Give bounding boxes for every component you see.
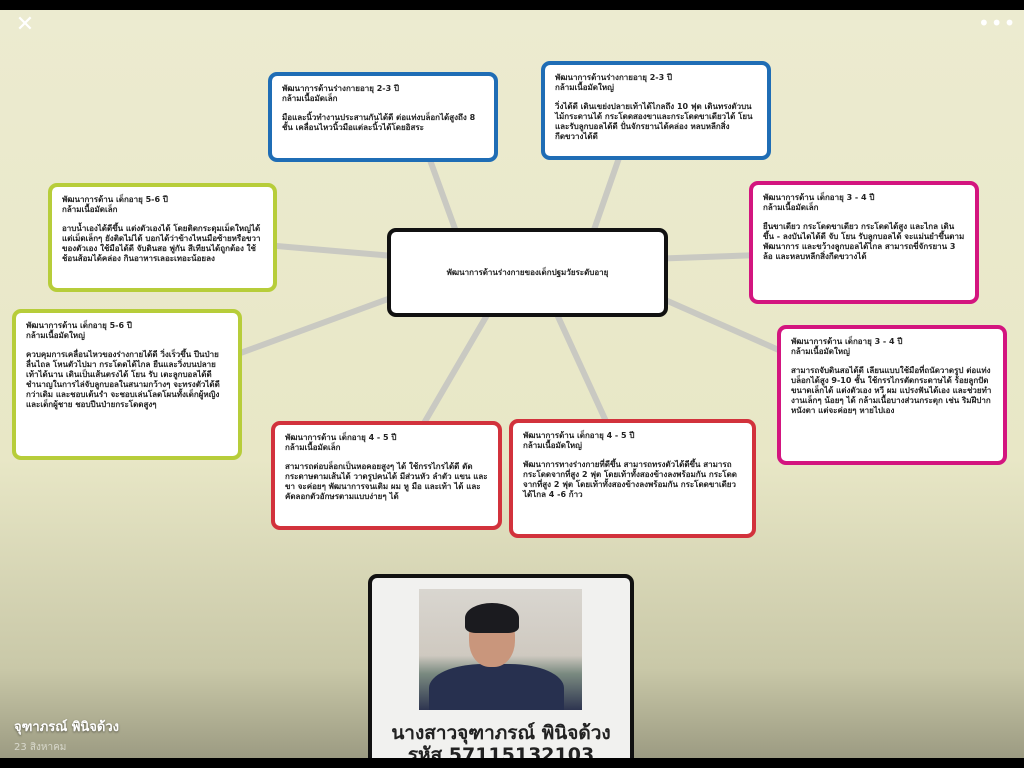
node-body: พัฒนาการทางร่างกายที่ดีขึ้น สามารถทรงตัว…: [523, 460, 737, 499]
node-title: พัฒนาการด้านร่างกายอายุ 2-3 ปี: [555, 73, 673, 82]
node-subtitle: กล้ามเนื้อมัดใหญ่: [791, 347, 850, 356]
mindmap-node: พัฒนาการด้าน เด็กอายุ 3 - 4 ปี กล้ามเนื้…: [777, 325, 1007, 465]
node-title: พัฒนาการด้านร่างกายอายุ 2-3 ปี: [282, 84, 400, 93]
node-body: ยืนขาเดียว กระโดดขาเดียว กระโดดได้สูง แล…: [763, 222, 965, 261]
profile-student-id: รหัส 57115132103: [407, 744, 595, 758]
connector: [552, 307, 613, 433]
node-title: พัฒนาการด้าน เด็กอายุ 3 - 4 ปี: [791, 337, 903, 346]
node-subtitle: กล้ามเนื้อมัดใหญ่: [523, 441, 582, 450]
node-body: ควบคุมการเคลื่อนไหวของร่างกายได้ดี วิ่งเ…: [26, 350, 220, 409]
mindmap-center-node: พัฒนาการด้านร่างกายของเด็กปฐมวัยระดับอาย…: [387, 228, 668, 317]
node-title: พัฒนาการด้าน เด็กอายุ 4 - 5 ปี: [523, 431, 635, 440]
owner-name-link[interactable]: จุฑาภรณ์ พินิจด้วง: [14, 720, 120, 735]
mindmap-node: พัฒนาการด้าน เด็กอายุ 3 - 4 ปี กล้ามเนื้…: [749, 181, 979, 304]
node-subtitle: กล้ามเนื้อมัดใหญ่: [26, 331, 85, 340]
more-options-icon[interactable]: •••: [978, 11, 1017, 35]
mindmap-node: พัฒนาการด้านร่างกายอายุ 2-3 ปี กล้ามเนื้…: [268, 72, 498, 162]
node-title: พัฒนาการด้าน เด็กอายุ 3 - 4 ปี: [763, 193, 875, 202]
mindmap-node: พัฒนาการด้านร่างกายอายุ 2-3 ปี กล้ามเนื้…: [541, 61, 771, 160]
node-subtitle: กล้ามเนื้อมัดเล็ก: [282, 94, 338, 103]
profile-photo: [419, 589, 582, 710]
node-body: สามารถต่อบล็อกเป็นหอคอยสูงๆ ได้ ใช้กรรไก…: [285, 462, 488, 501]
bottom-bar: [0, 758, 1024, 768]
node-body: วิ่งได้ดี เดินเขย่งปลายเท้าได้ไกลถึง 10 …: [555, 102, 753, 141]
node-body: มือและนิ้วทำงานประสานกันได้ดี ต่อแท่งบล็…: [282, 113, 476, 132]
connector: [417, 307, 493, 433]
mindmap-node: พัฒนาการด้าน เด็กอายุ 4 - 5 ปี กล้ามเนื้…: [271, 421, 502, 530]
photo-viewer-image: พัฒนาการด้านร่างกายของเด็กปฐมวัยระดับอาย…: [0, 10, 1024, 758]
close-icon[interactable]: ✕: [15, 12, 35, 37]
mindmap-node: พัฒนาการด้าน เด็กอายุ 5-6 ปี กล้ามเนื้อม…: [12, 309, 242, 460]
node-title: พัฒนาการด้าน เด็กอายุ 5-6 ปี: [26, 321, 132, 330]
post-date[interactable]: 23 สิงหาคม: [14, 742, 67, 753]
node-subtitle: กล้ามเนื้อมัดใหญ่: [555, 83, 614, 92]
center-title: พัฒนาการด้านร่างกายของเด็กปฐมวัยระดับอาย…: [446, 267, 609, 277]
top-bar: [0, 0, 1024, 10]
node-subtitle: กล้ามเนื้อมัดเล็ก: [763, 203, 819, 212]
mindmap-node: พัฒนาการด้าน เด็กอายุ 5-6 ปี กล้ามเนื้อม…: [48, 183, 277, 292]
mindmap-node: พัฒนาการด้าน เด็กอายุ 4 - 5 ปี กล้ามเนื้…: [509, 419, 756, 538]
profile-name: นางสาวจุฑาภรณ์ พินิจด้วง: [391, 722, 611, 744]
node-title: พัฒนาการด้าน เด็กอายุ 5-6 ปี: [62, 195, 168, 204]
node-subtitle: กล้ามเนื้อมัดเล็ก: [62, 205, 118, 214]
node-body: สามารถจับดินสอได้ดี เลียนแบบใช้มือที่ถนั…: [791, 366, 992, 415]
node-body: อาบน้ำเองได้ดีขึ้น แต่งตัวเองได้ โดยติดก…: [62, 224, 261, 263]
node-subtitle: กล้ามเนื้อมัดเล็ก: [285, 443, 341, 452]
profile-card: นางสาวจุฑาภรณ์ พินิจด้วง รหัส 5711513210…: [368, 574, 634, 758]
node-title: พัฒนาการด้าน เด็กอายุ 4 - 5 ปี: [285, 433, 397, 442]
